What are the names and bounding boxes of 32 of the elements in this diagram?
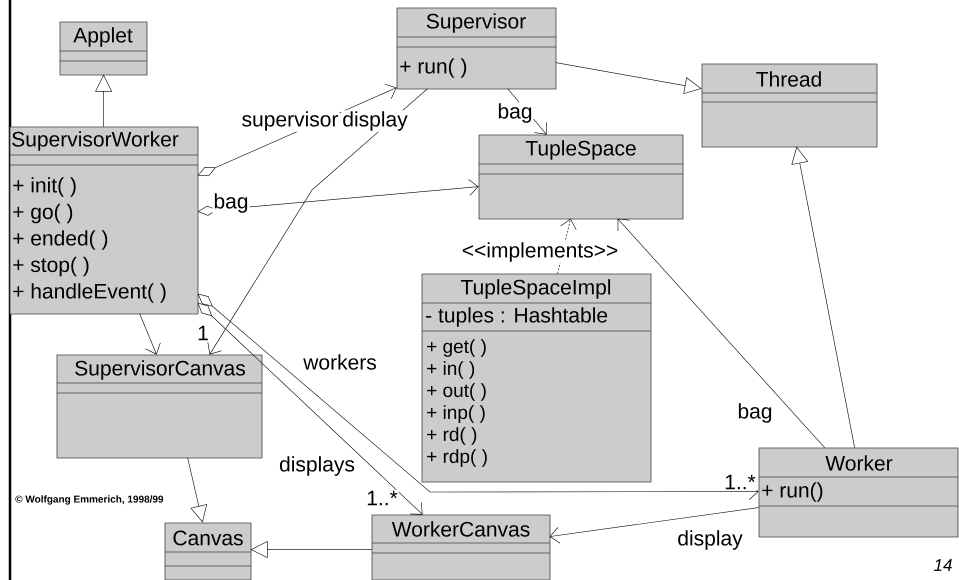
class-box: SupervisorCanvas: [56, 354, 262, 458]
page-number: 14: [932, 558, 954, 572]
multiplicity-label: 1: [196, 324, 210, 342]
class-box: SupervisorWorker + init( ) + go( ) + ended( ) + stop( ) + handleEvent( ): [10, 126, 198, 314]
edge-label: displays: [278, 455, 356, 477]
class-box: Applet: [60, 22, 148, 76]
edge-label: bag: [212, 192, 250, 214]
class-box: Supervisor + run( ): [396, 8, 556, 90]
class-box: Canvas: [164, 522, 252, 580]
class-box: TupleSpace: [478, 134, 684, 220]
edge-label: bag: [496, 102, 534, 124]
edge-label: bag: [736, 402, 774, 424]
edge-label: <<implements>>: [460, 241, 620, 263]
arrow: [208, 88, 428, 355]
arrow: [198, 302, 423, 515]
edge-label: supervisor: [240, 110, 340, 132]
arrow: [250, 541, 372, 558]
arrow: [198, 294, 759, 500]
copyright-note: © Wolfgang Emmerich, 1998/99: [14, 494, 165, 506]
arrow: [550, 507, 759, 544]
edge-label: display: [341, 110, 409, 132]
arrow: [618, 218, 825, 448]
edge-label: display: [676, 529, 744, 551]
arrow: [139, 313, 161, 355]
multiplicity-label: 1..*: [365, 490, 399, 506]
arrow: [791, 146, 855, 448]
multiplicity-label: 1..*: [723, 474, 757, 490]
class-box: Thread: [702, 64, 878, 148]
class-box: Worker + run(): [758, 448, 958, 538]
class-box: TupleSpaceImpl - tuples : Hashtable + get( ) + in( ) + out( ) + inp( ) + rd( ) + rdp( ): [422, 274, 652, 482]
class-box: WorkerCanvas: [372, 514, 550, 580]
edge-label: workers: [302, 353, 378, 371]
